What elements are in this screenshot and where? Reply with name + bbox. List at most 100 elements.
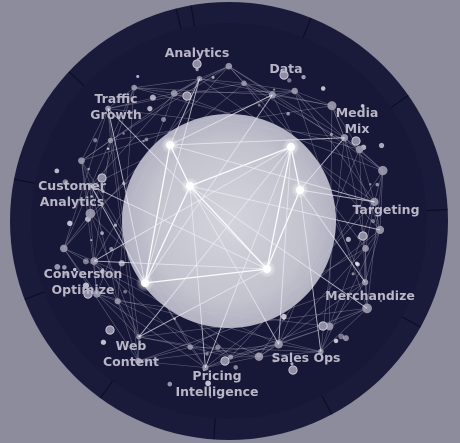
mesh-dot bbox=[122, 132, 125, 135]
mesh-dot bbox=[369, 183, 372, 186]
mesh-line bbox=[107, 108, 111, 141]
mesh-line bbox=[174, 90, 295, 94]
segment-divider bbox=[321, 395, 333, 415]
mesh-node bbox=[225, 62, 233, 70]
mesh-dot bbox=[167, 381, 173, 387]
mesh-dot bbox=[195, 67, 199, 72]
segment-divider bbox=[24, 291, 45, 301]
mesh-dot bbox=[375, 182, 379, 187]
mesh-dot bbox=[342, 335, 349, 342]
network-link bbox=[144, 94, 273, 284]
mesh-dot bbox=[82, 282, 90, 289]
mesh-dot bbox=[333, 338, 339, 344]
mesh-dot bbox=[351, 272, 355, 276]
mesh-dot bbox=[67, 220, 73, 227]
rim-node bbox=[220, 356, 230, 366]
mesh-node bbox=[228, 354, 234, 360]
mesh-line bbox=[258, 351, 321, 357]
mesh-line bbox=[379, 170, 384, 230]
mesh-dot bbox=[62, 265, 67, 270]
mesh-line bbox=[205, 356, 260, 368]
network-link bbox=[107, 108, 146, 284]
mesh-node bbox=[362, 245, 369, 252]
segment-label-line: Media bbox=[336, 105, 379, 120]
mesh-line bbox=[63, 248, 139, 362]
network-link bbox=[189, 146, 292, 187]
rim-node bbox=[288, 365, 298, 375]
mesh-node bbox=[131, 84, 138, 91]
segment-label-line: Growth bbox=[90, 107, 141, 122]
network-link bbox=[189, 185, 368, 309]
mesh-line bbox=[243, 83, 295, 92]
mesh-line bbox=[96, 293, 140, 338]
segment-label-line: Web bbox=[116, 338, 147, 353]
segment-label-line: Customer bbox=[38, 178, 107, 193]
mesh-line bbox=[63, 248, 98, 295]
mesh-dot bbox=[215, 344, 221, 350]
mesh-line bbox=[344, 137, 366, 249]
mesh-line bbox=[272, 94, 332, 106]
mesh-dot bbox=[345, 127, 349, 130]
mesh-dot bbox=[205, 380, 212, 387]
mesh-dot bbox=[54, 263, 61, 270]
mesh-line bbox=[243, 83, 360, 150]
mesh-dot bbox=[257, 103, 261, 107]
mesh-node bbox=[59, 244, 68, 253]
mesh-line bbox=[366, 170, 384, 309]
segment-divider bbox=[175, 8, 182, 30]
mesh-dot bbox=[287, 78, 292, 83]
mesh-line bbox=[272, 94, 383, 171]
mesh-node bbox=[355, 145, 364, 154]
mesh-line bbox=[90, 185, 118, 302]
mesh-dot bbox=[113, 223, 118, 227]
mesh-line bbox=[93, 261, 98, 294]
segment-label-line: Data bbox=[269, 61, 302, 76]
mesh-dot bbox=[371, 219, 376, 224]
segment-label-line: Conversion bbox=[44, 266, 123, 281]
mesh-line bbox=[199, 65, 229, 80]
network-link bbox=[299, 137, 345, 191]
network-node bbox=[287, 143, 295, 151]
segment-label: Targeting bbox=[352, 202, 419, 217]
mesh-dot bbox=[100, 231, 104, 236]
mesh-dot bbox=[62, 179, 69, 186]
segment-label-line: Targeting bbox=[352, 202, 419, 217]
mesh-dot bbox=[345, 236, 351, 243]
mesh-line bbox=[320, 229, 381, 352]
mesh-dot bbox=[136, 75, 140, 79]
mesh-dot bbox=[272, 359, 276, 363]
mesh-line bbox=[294, 90, 345, 138]
mesh-line bbox=[359, 149, 375, 202]
mesh-node bbox=[134, 357, 142, 365]
network-link bbox=[169, 144, 375, 203]
segment-label: Merchandize bbox=[325, 288, 415, 303]
network-link bbox=[93, 146, 292, 262]
mesh-node bbox=[187, 344, 194, 350]
mesh-line bbox=[344, 137, 383, 171]
segment-divider bbox=[401, 316, 421, 328]
network-link bbox=[144, 268, 268, 284]
network-link bbox=[90, 185, 146, 284]
mesh-dot bbox=[100, 339, 107, 345]
mesh-line bbox=[110, 140, 139, 362]
mesh-line bbox=[117, 300, 231, 358]
mesh-node bbox=[241, 80, 247, 87]
network-link bbox=[189, 185, 268, 270]
rim-node bbox=[97, 173, 107, 183]
mesh-node bbox=[107, 137, 114, 144]
mesh-line bbox=[117, 301, 139, 362]
network-link bbox=[169, 78, 200, 146]
mesh-line bbox=[81, 160, 91, 214]
segment-label-line: Mix bbox=[345, 121, 370, 136]
mesh-dot bbox=[90, 239, 93, 242]
network-link bbox=[189, 185, 381, 231]
mesh-line bbox=[243, 83, 273, 96]
mesh-dot bbox=[142, 139, 145, 143]
network-link bbox=[144, 78, 200, 284]
network-link bbox=[266, 146, 292, 270]
mesh-node bbox=[114, 298, 121, 305]
rim-node bbox=[358, 231, 368, 241]
